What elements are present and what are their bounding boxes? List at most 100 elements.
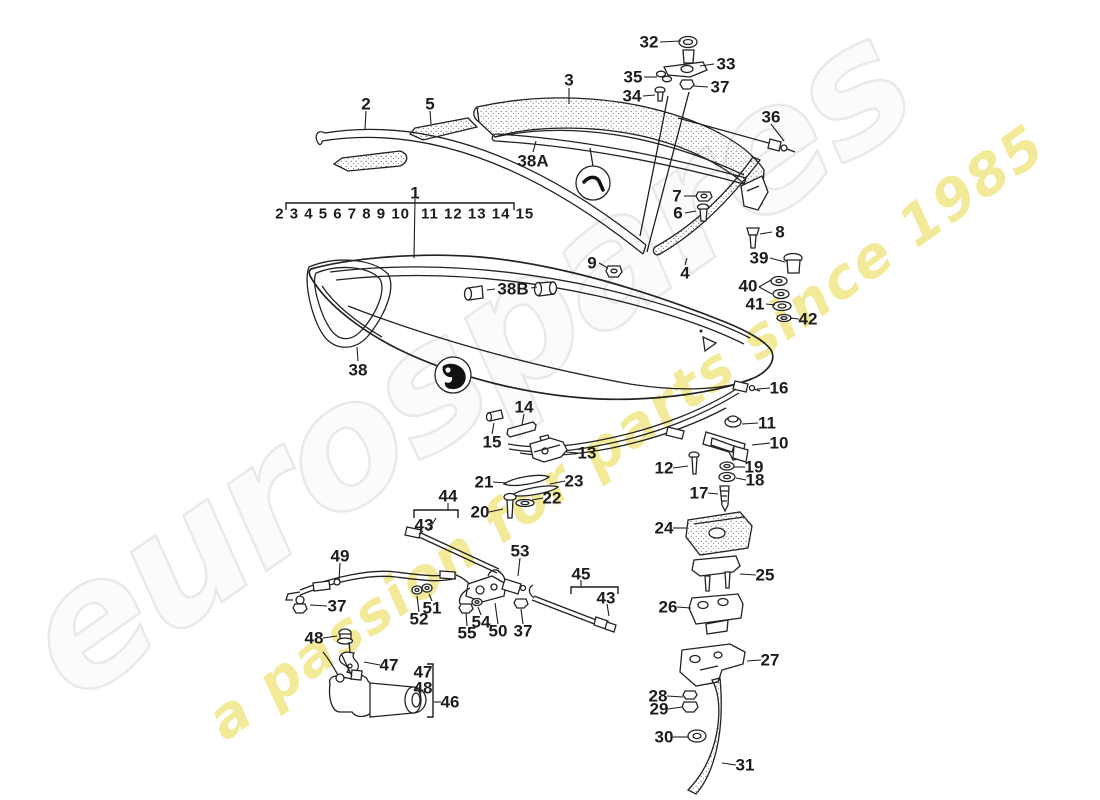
leader-line	[598, 262, 609, 269]
leader-line	[751, 442, 771, 446]
leader-line	[759, 231, 773, 235]
part-label-55: 55	[458, 624, 477, 643]
part-label-38A: 38A	[517, 152, 548, 171]
part-label-25: 25	[756, 566, 775, 585]
leader-line	[338, 562, 341, 582]
leader-line	[684, 257, 688, 266]
part-label-20: 20	[471, 503, 490, 522]
leader-line	[428, 593, 433, 602]
leader-line	[756, 387, 771, 390]
part-label-32: 32	[640, 33, 659, 52]
grouping-bracket	[570, 586, 619, 594]
leader-line	[672, 465, 689, 469]
leader-line	[309, 604, 328, 607]
leader-line	[465, 612, 468, 627]
part-label-7: 7	[672, 187, 681, 206]
leader-line	[739, 573, 757, 576]
leader-line	[707, 492, 719, 495]
part-label-53: 53	[511, 542, 530, 561]
part-label-2: 2	[361, 95, 370, 114]
grouping-bracket	[427, 663, 434, 718]
leader-line	[565, 451, 579, 454]
leader-line	[322, 635, 338, 639]
part-label-43: 43	[597, 589, 616, 608]
part-label-8: 8	[775, 223, 784, 242]
leader-line	[758, 279, 772, 288]
drawing-layer: 2 3 4 5 6 7 8 9 10 11 12 13 14 15	[275, 35, 803, 795]
part-label-51: 51	[423, 599, 442, 618]
leader-line	[721, 762, 737, 766]
part-label-29: 29	[650, 700, 669, 719]
part-label-37: 37	[328, 597, 347, 616]
leader-line	[549, 480, 566, 485]
part-label-43: 43	[415, 516, 434, 535]
leader-line	[416, 595, 420, 613]
part-label-33: 33	[717, 55, 736, 74]
part-label-34: 34	[623, 87, 642, 106]
leader-line	[418, 530, 424, 535]
leader-line	[530, 286, 538, 289]
part-label-23: 23	[565, 472, 584, 491]
part-label-47: 47	[414, 663, 433, 682]
part-label-14: 14	[515, 398, 534, 417]
leader-line	[741, 422, 759, 425]
part-label-46: 46	[441, 693, 460, 712]
part-label-31: 31	[736, 756, 755, 775]
leader-line	[492, 481, 508, 484]
part-label-49: 49	[331, 547, 350, 566]
part-label-38: 38	[349, 361, 368, 380]
leader-line	[758, 286, 773, 295]
leader-line	[356, 346, 359, 362]
part-label-11: 11	[758, 414, 776, 433]
leader-line	[413, 198, 416, 259]
leader-line	[735, 477, 747, 481]
part-label-40: 40	[739, 277, 758, 296]
part-label-15: 15	[483, 433, 502, 452]
leader-line	[429, 110, 432, 125]
part-label-13: 13	[578, 444, 597, 463]
part-label-47: 47	[380, 656, 399, 675]
part-label-28: 28	[649, 687, 668, 706]
part-label-4: 4	[680, 264, 690, 283]
part-label-30: 30	[655, 728, 674, 747]
part-label-42: 42	[799, 310, 818, 329]
leader-line	[517, 557, 521, 577]
part-label-44: 44	[439, 487, 458, 506]
leader-line	[666, 695, 684, 698]
part-label-39: 39	[750, 249, 769, 268]
leader-line	[521, 413, 525, 426]
part-label-17: 17	[690, 484, 709, 503]
part-label-5: 5	[425, 95, 434, 114]
leader-line	[486, 288, 496, 291]
leader-line	[765, 303, 776, 306]
part-label-38B: 38B	[497, 280, 528, 299]
leader-line	[667, 706, 683, 710]
leader-line	[531, 497, 544, 501]
part-label-52: 52	[410, 610, 429, 629]
part-label-26: 26	[659, 598, 678, 617]
part-label-6: 6	[673, 204, 682, 223]
part-label-36: 36	[762, 108, 781, 127]
leader-line	[363, 661, 381, 666]
leader-line	[676, 606, 692, 609]
leader-line	[606, 603, 610, 617]
leader-line	[659, 40, 682, 43]
part-label-19: 19	[745, 458, 764, 477]
leader-line	[520, 608, 524, 625]
part-label-12: 12	[655, 459, 674, 478]
part-label-37: 37	[514, 622, 533, 641]
part-label-3: 3	[564, 71, 573, 90]
grouping-bracket	[413, 509, 459, 518]
part-label-41: 41	[746, 295, 765, 314]
part-label-9: 9	[587, 254, 596, 273]
leader-line	[427, 517, 437, 532]
leader-line	[642, 94, 656, 97]
part-label-50: 50	[489, 622, 508, 641]
part-label-18: 18	[746, 471, 765, 490]
part-label-22: 22	[543, 489, 562, 508]
leader-line	[769, 257, 786, 263]
leader-line	[532, 140, 537, 153]
